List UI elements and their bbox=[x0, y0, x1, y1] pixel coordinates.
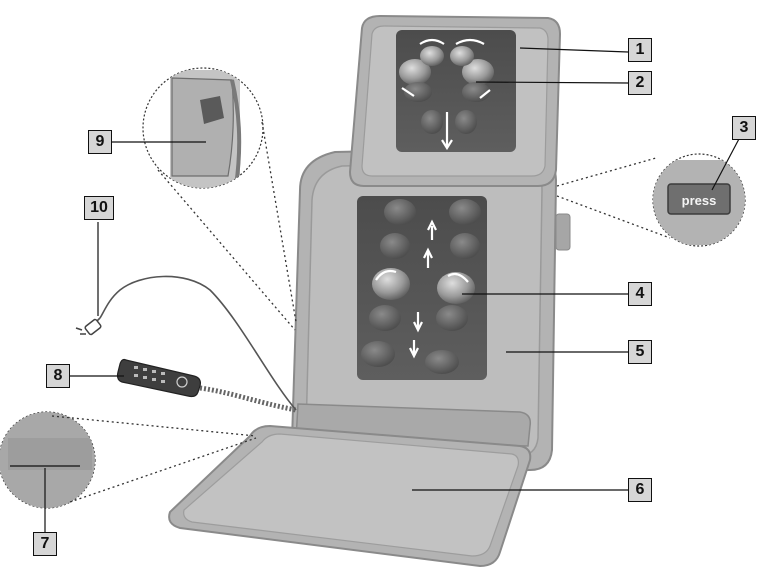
neck-massage-panel bbox=[396, 30, 516, 152]
back-massage-panel bbox=[357, 196, 487, 380]
remote-button bbox=[152, 378, 156, 381]
neck-roller bbox=[450, 46, 474, 66]
neck-roller bbox=[421, 110, 443, 134]
rotation-arrows bbox=[401, 38, 491, 151]
detail-fabric bbox=[0, 411, 257, 509]
plug-icon bbox=[75, 318, 102, 336]
remote-button bbox=[161, 372, 165, 375]
back-roller bbox=[449, 199, 481, 225]
shiatsu-roller bbox=[437, 272, 475, 304]
detail-pocket bbox=[142, 67, 297, 331]
callout-10: 10 bbox=[84, 196, 114, 220]
press-label: press bbox=[682, 193, 717, 208]
neck-roller bbox=[420, 46, 444, 66]
seat-cushion bbox=[168, 403, 532, 568]
power-cable bbox=[75, 275, 297, 411]
back-roller bbox=[361, 341, 395, 367]
callout-8: 8 bbox=[46, 364, 70, 388]
callout-4: 4 bbox=[628, 282, 652, 306]
back-roller bbox=[384, 199, 416, 225]
remote-button bbox=[143, 368, 147, 371]
leader-lines bbox=[44, 47, 741, 532]
power-button-icon bbox=[176, 376, 188, 388]
back-roller bbox=[425, 350, 459, 374]
neck-roller bbox=[462, 59, 494, 85]
back-roller bbox=[436, 305, 468, 331]
remote-button bbox=[161, 380, 165, 383]
detail-press-button: press bbox=[556, 153, 746, 247]
direction-arrows bbox=[375, 219, 469, 359]
callout-9: 9 bbox=[88, 130, 112, 154]
remote-button bbox=[143, 376, 147, 379]
back-roller bbox=[380, 233, 410, 259]
callout-7: 7 bbox=[33, 532, 57, 556]
remote-button bbox=[134, 374, 138, 377]
callout-5: 5 bbox=[628, 340, 652, 364]
callout-6: 6 bbox=[628, 478, 652, 502]
back-roller bbox=[369, 305, 401, 331]
remote-button bbox=[134, 366, 138, 369]
remote-control bbox=[116, 358, 297, 413]
callout-3: 3 bbox=[732, 116, 756, 140]
neck-roller bbox=[455, 110, 477, 134]
remote-button bbox=[152, 370, 156, 373]
callout-2: 2 bbox=[628, 71, 652, 95]
neck-roller bbox=[399, 59, 431, 85]
shiatsu-roller bbox=[372, 268, 410, 300]
back-roller bbox=[450, 233, 480, 259]
callout-1: 1 bbox=[628, 38, 652, 62]
neck-roller bbox=[404, 82, 432, 102]
